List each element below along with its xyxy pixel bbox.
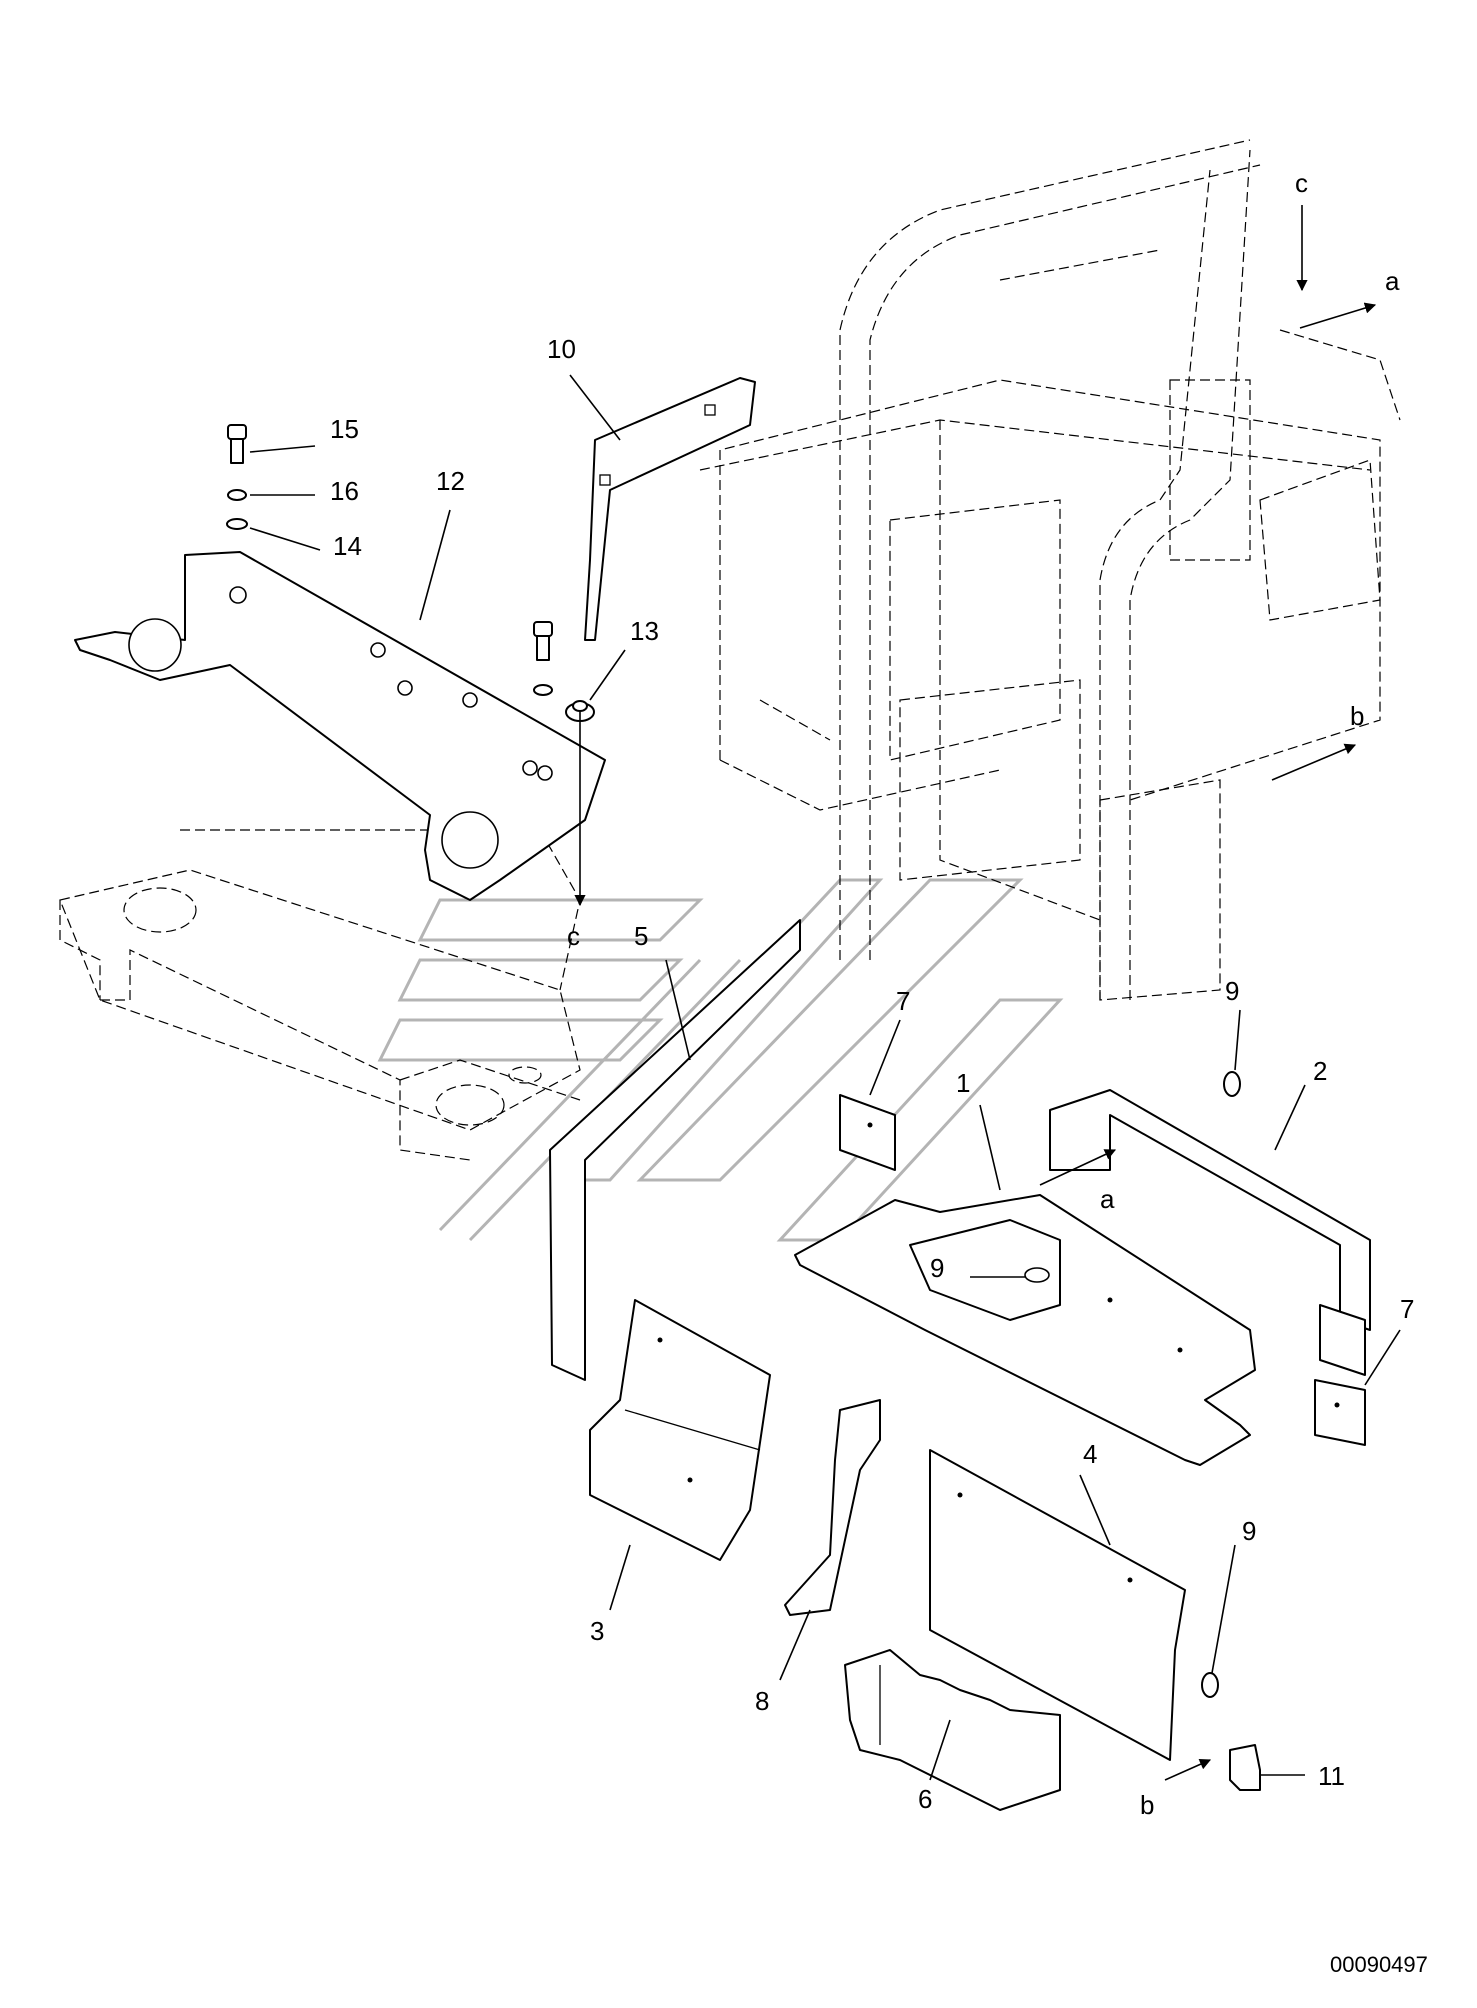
part-6-channel (844, 1649, 1061, 1811)
callout-9-bottom: 9 (1242, 1516, 1256, 1546)
part-12-plate (74, 551, 606, 901)
part-2-frame (1049, 1089, 1371, 1376)
ref-c-top: c (1295, 168, 1308, 198)
callout-15: 15 (330, 414, 359, 444)
callout-9-mid: 9 (930, 1253, 944, 1283)
callout-8: 8 (755, 1686, 769, 1716)
callout-13: 13 (630, 616, 659, 646)
callout-7-lower: 7 (1400, 1294, 1414, 1324)
part-9-rings (1201, 1071, 1241, 1698)
callout-14: 14 (333, 531, 362, 561)
drawing-code: 00090497 (1330, 1952, 1428, 1977)
part-3-panel (589, 1299, 771, 1561)
ref-a-top: a (1385, 266, 1400, 296)
leader-lines (249, 374, 1401, 1781)
ref-b-bottom: b (1140, 1790, 1154, 1820)
callout-5: 5 (634, 921, 648, 951)
part-8-rib (784, 1399, 881, 1616)
ref-b-top: b (1350, 701, 1364, 731)
fasteners-15-16-14 (226, 424, 553, 696)
ref-c-mid: c (567, 921, 580, 951)
callout-16: 16 (330, 476, 359, 506)
part-7-pad-lower (1314, 1379, 1366, 1446)
part-5-strip (549, 919, 801, 1381)
part-7-pad-upper (839, 1094, 896, 1171)
reference-arrows (574, 205, 1377, 1781)
callout-10: 10 (547, 334, 576, 364)
callout-12: 12 (436, 466, 465, 496)
callout-9-top: 9 (1225, 976, 1239, 1006)
watermark-logo (377, 878, 1064, 1242)
callout-7-upper: 7 (896, 986, 910, 1016)
cab-frame (699, 139, 1401, 1001)
part-4-panel (929, 1449, 1186, 1761)
ref-a-mid: a (1100, 1184, 1115, 1214)
callout-3: 3 (590, 1616, 604, 1646)
floor-platform (59, 829, 581, 1161)
part-10-bracket (584, 377, 756, 641)
callout-6: 6 (918, 1784, 932, 1814)
part-11-block (1229, 1744, 1261, 1791)
callout-2: 2 (1313, 1056, 1327, 1086)
callout-4: 4 (1083, 1439, 1097, 1469)
callout-11: 11 (1318, 1761, 1345, 1791)
part-1-floor-panel (794, 1194, 1256, 1466)
callout-1: 1 (956, 1068, 970, 1098)
